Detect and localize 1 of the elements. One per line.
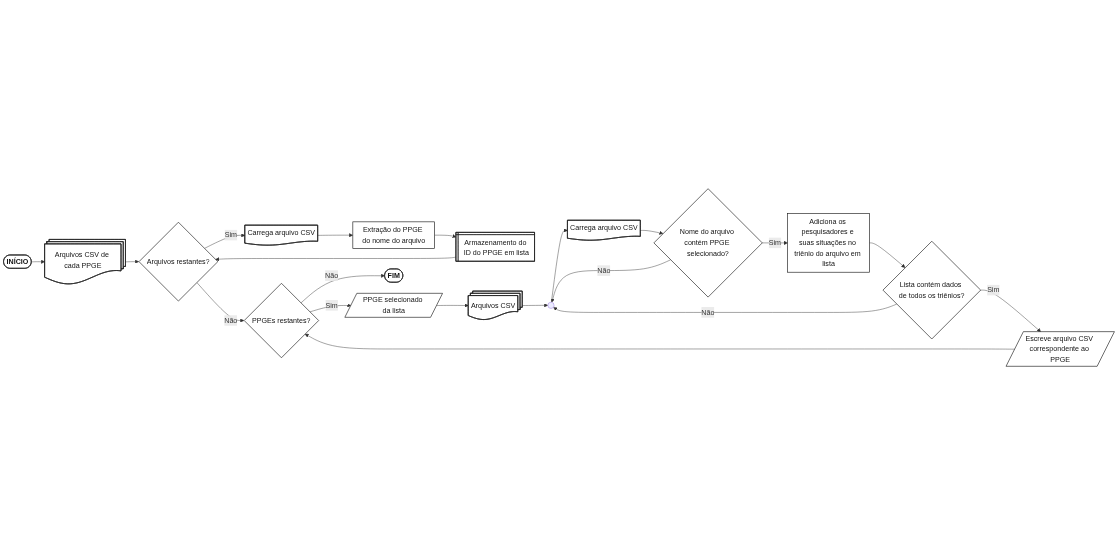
node-circle <box>547 302 555 309</box>
